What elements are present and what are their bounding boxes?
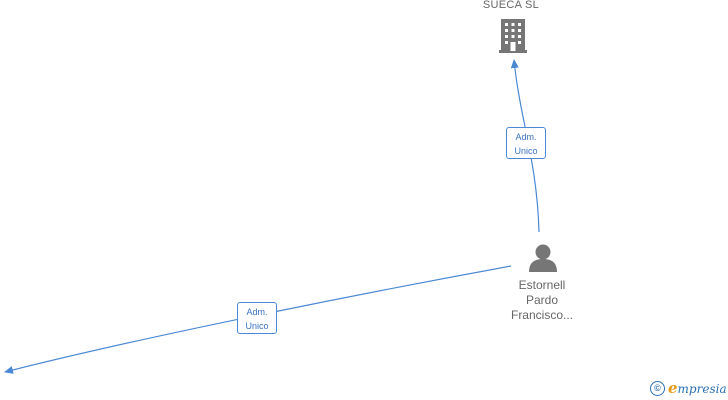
edge-role-line-1: Adm.: [515, 132, 537, 142]
company-name-label[interactable]: SUECA SL: [482, 0, 540, 11]
brand-rest: mpresia: [677, 382, 727, 396]
person-name-label[interactable]: Estornell Pardo Francisco...: [492, 278, 592, 323]
brand-initial: e: [668, 379, 678, 397]
empresia-watermark[interactable]: © empresia: [650, 379, 727, 397]
brand-logo: empresia: [668, 379, 727, 397]
person-icon[interactable]: [529, 244, 557, 273]
edge-role-line-2: Unico: [245, 321, 269, 331]
edge-label-person-to-offscreen[interactable]: Adm. Unico: [237, 302, 277, 334]
copyright-icon: ©: [650, 380, 665, 396]
edge-label-person-to-company[interactable]: Adm. Unico: [506, 127, 546, 159]
edge-role-line-2: Unico: [514, 146, 538, 156]
building-icon[interactable]: [499, 19, 527, 53]
person-name-line-2: Pardo: [525, 293, 559, 307]
person-name-line-1: Estornell: [518, 278, 566, 292]
person-name-line-3: Francisco...: [510, 308, 573, 322]
edge-role-line-1: Adm.: [246, 307, 268, 317]
